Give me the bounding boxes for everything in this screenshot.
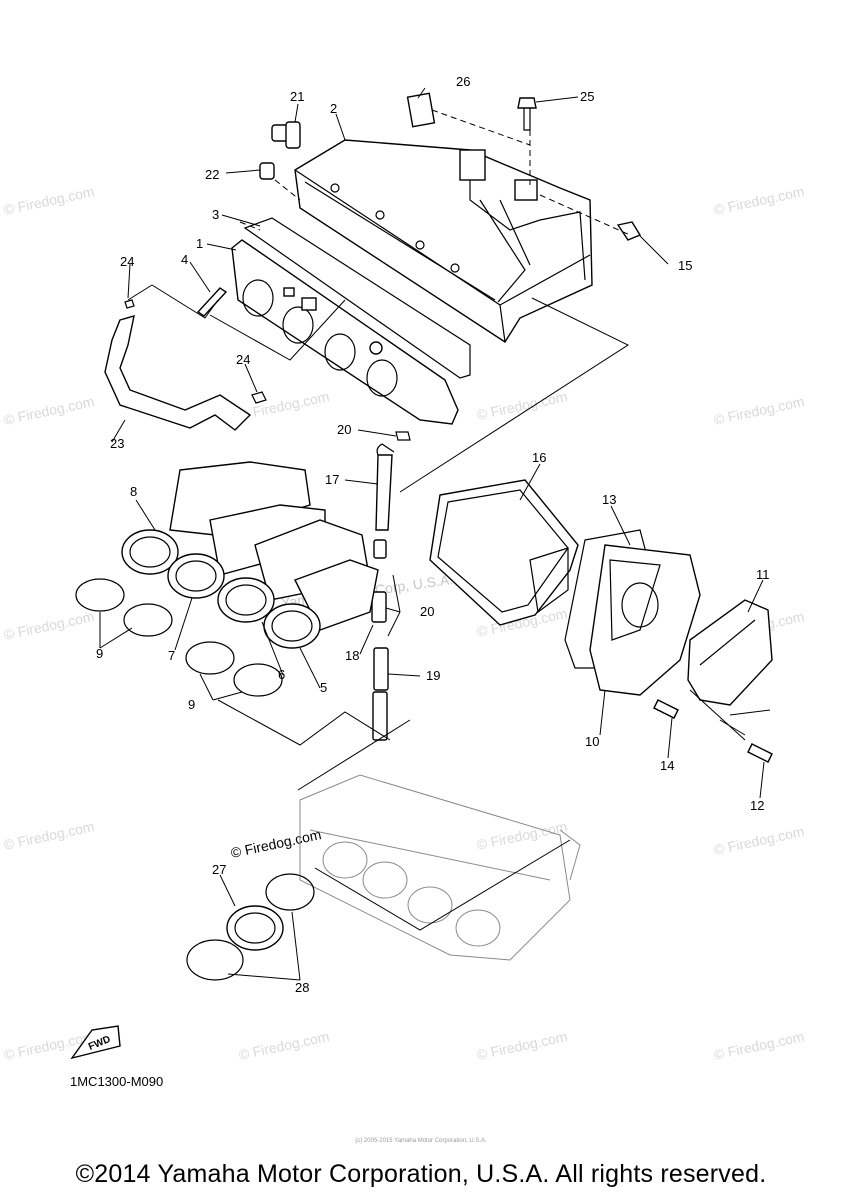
bolt-25 [517,97,537,131]
copyright-notice: ©2014 Yamaha Motor Corporation, U.S.A. A… [75,1160,767,1188]
callout-20a: 20 [337,422,351,437]
clamps-28 [186,873,315,981]
small-print: (c) 2005-2015 Yamaha Motor Corporation, … [355,1138,487,1144]
callout-15: 15 [678,258,692,273]
hose-19 [373,647,389,691]
air-box-housing [294,139,593,343]
watermark: © Firedog.com [475,1028,568,1063]
watermark: © Firedog.com [712,1028,805,1063]
intake-joints [121,461,379,649]
hose-17-bend [376,443,395,456]
callout-7: 7 [168,648,175,663]
screw-12 [747,743,773,763]
callout-28: 28 [295,980,309,995]
callout-11: 11 [756,567,770,582]
callout-3: 3 [212,207,219,222]
watermark: © Firedog.com [2,818,95,853]
joint-18-top [373,539,387,559]
guide-lines [127,109,771,931]
cap-22 [259,162,275,180]
clamps-9 [75,578,283,697]
joint-27 [226,905,284,951]
callout-5: 5 [320,680,327,695]
callout-9a: 9 [96,646,103,661]
callout-8: 8 [130,484,137,499]
callout-9b: 9 [188,697,195,712]
watermark-inline: © Firedog.com [229,826,322,861]
callout-6: 6 [278,667,285,682]
callout-13: 13 [602,492,616,507]
callout-21: 21 [290,89,304,104]
callout-labels: 1 2 3 4 5 6 7 8 9 9 10 11 12 13 14 15 16… [96,74,770,995]
callout-25: 25 [580,89,594,104]
callout-22: 22 [205,167,219,182]
air-box-plate [231,239,459,425]
cover-10 [589,544,701,696]
callout-10: 10 [585,734,599,749]
gasket [243,217,471,379]
callout-18: 18 [345,648,359,663]
watermark: © Firedog.com [2,183,95,218]
clip-26 [406,92,436,128]
clip-20a [395,431,411,441]
callout-19: 19 [426,668,440,683]
fwd-arrow-icon: FWD [70,1025,121,1060]
callout-14: 14 [660,758,674,773]
callout-24a: 24 [120,254,134,269]
leader-lines [99,87,765,981]
joint-18 [371,591,387,623]
callout-16: 16 [532,450,546,465]
callout-1: 1 [196,236,203,251]
clip-24b [251,391,267,404]
watermark: © Firedog.com [237,388,330,423]
watermark: © Firedog.com [712,393,805,428]
diagram-code: 1MC1300-M090 [70,1074,164,1089]
hose-19-lower [372,691,388,741]
callout-2: 2 [330,101,337,116]
callout-20b: 20 [420,604,434,619]
callout-24b: 24 [236,352,250,367]
watermark: © Firedog.com [2,608,95,643]
callout-4: 4 [181,252,188,267]
breather-hose [104,315,252,431]
watermark: © Firedog.com [2,393,95,428]
throttle-body-outline [299,774,581,961]
hose-17 [375,454,393,531]
watermark: © Firedog.com [237,1028,330,1063]
screw-14 [653,699,679,719]
air-filter-element [429,479,579,626]
callout-23: 23 [110,436,124,451]
clip-24a [124,299,135,309]
watermark: © Firedog.com [712,823,805,858]
screw-4 [196,287,228,317]
callout-12: 12 [750,798,764,813]
callout-17: 17 [325,472,339,487]
nut-15 [616,221,642,241]
callout-27: 27 [212,862,226,877]
watermark: © Firedog.com [475,388,568,423]
cap-11 [687,599,773,706]
joint-21 [271,121,301,149]
watermark: © Firedog.com [712,183,805,218]
callout-26: 26 [456,74,470,89]
